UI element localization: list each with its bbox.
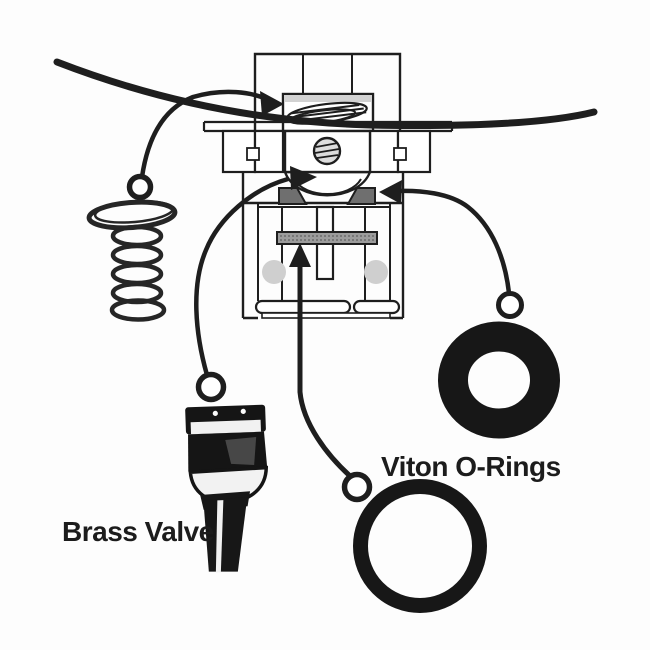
- valve-head-dot: [240, 408, 246, 414]
- valve-stem: [203, 497, 248, 572]
- spring-arrowhead-icon: [260, 91, 284, 116]
- ball-hatch-lines: [314, 142, 340, 159]
- lower-valve-body: [241, 172, 405, 320]
- valve-body-cross-section: [202, 52, 454, 320]
- bottom-bar-right: [352, 299, 401, 315]
- compression-spring: [86, 199, 178, 322]
- notch-left: [246, 147, 260, 161]
- oring-seat-right: [346, 187, 376, 205]
- lower-body-inner-walls: [257, 203, 391, 301]
- spring-core-cap-strip: [284, 95, 372, 102]
- mounting-flange: [202, 120, 454, 174]
- brass-valve-arrowhead-icon: [290, 166, 317, 190]
- viton-o-ring-thin: [353, 479, 487, 613]
- center-valve-chamber: [283, 129, 372, 174]
- bottom-bar-left: [254, 299, 352, 315]
- brass-valve-leader-circle: [195, 371, 227, 403]
- oring-thick-leader-line: [395, 188, 512, 294]
- spring-top-coil-sketch: [93, 200, 175, 224]
- port-circle-right: [364, 260, 388, 284]
- spring-coil: [110, 224, 164, 248]
- spring-leader-circle: [126, 173, 154, 201]
- brass-valve-leader-line: [194, 176, 289, 376]
- notch-right: [393, 147, 407, 161]
- bottom-thin-bar: [261, 312, 391, 319]
- spring-bottom-coil: [109, 298, 167, 322]
- spring-coil: [110, 243, 164, 267]
- oring-thick-arrowhead-icon: [379, 180, 402, 204]
- port-circle-left: [262, 260, 286, 284]
- valve-stem-highlight: [215, 500, 224, 573]
- viton-orings-label: Viton O-Rings: [381, 451, 561, 482]
- brass-valve: [185, 404, 269, 573]
- valve-white-band: [190, 419, 261, 435]
- oring-thin-leader-circle: [341, 471, 373, 503]
- spring-coil: [110, 262, 164, 286]
- viton-o-ring-thick: [438, 321, 560, 439]
- block-left-inner: [253, 129, 285, 174]
- housing-inner-lines: [302, 54, 353, 94]
- body-sweep-curve: [53, 58, 598, 129]
- oring-thin-arrowhead-icon: [289, 243, 311, 267]
- lower-body-outline: [241, 172, 405, 320]
- oring-thin-leader-line: [297, 258, 352, 478]
- spring-leader-line: [139, 89, 270, 178]
- oring-thick-leader-circle: [496, 291, 524, 319]
- brass-valve-label: Brass Valve: [62, 516, 214, 547]
- valve-seal-bar: [276, 231, 378, 245]
- valve-body-sheen: [225, 436, 257, 466]
- callout-leaders: [126, 89, 524, 503]
- valve-head-dot: [212, 410, 218, 416]
